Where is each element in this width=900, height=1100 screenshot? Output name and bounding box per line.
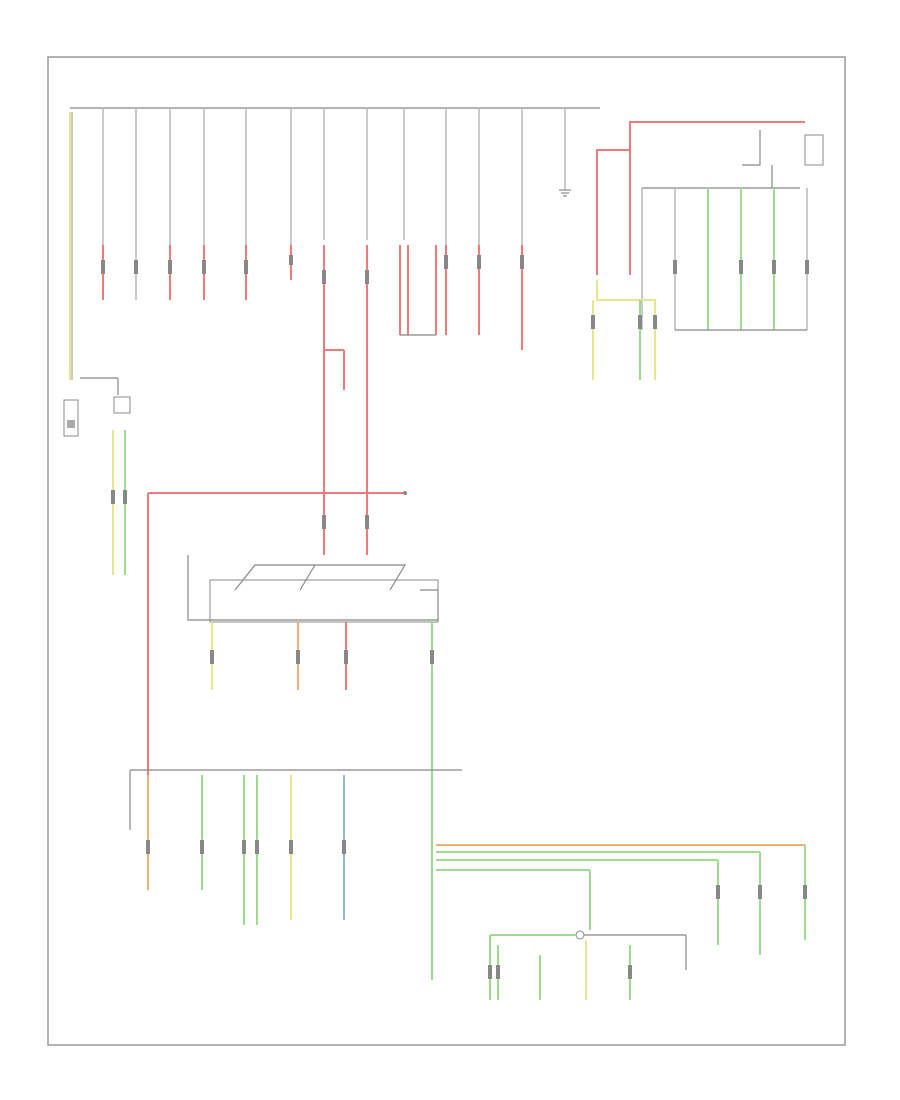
lower-bus-drops [146, 775, 433, 980]
junction-outputs [210, 622, 434, 775]
connector-ticks [101, 255, 524, 274]
battery-feed-wire [69, 112, 73, 380]
main-red-bus [147, 491, 407, 775]
battery-drops [111, 430, 127, 575]
lower-fuse-bus [129, 769, 462, 830]
top-right-drops [641, 188, 809, 331]
top-right-relay-section [596, 121, 824, 275]
ground-icon [559, 189, 571, 197]
junction-block [187, 555, 439, 623]
sub-junction [488, 930, 687, 1000]
top-bus-drops [102, 108, 566, 350]
lower-right-distribution [436, 844, 807, 955]
top-right-yellow-drops [591, 280, 657, 380]
top-bus-red-segments [102, 245, 523, 350]
diagram-frame [47, 56, 846, 1046]
battery-icon [63, 377, 131, 437]
grouped-drop-box [399, 245, 437, 336]
center-red-feeds [322, 245, 369, 555]
